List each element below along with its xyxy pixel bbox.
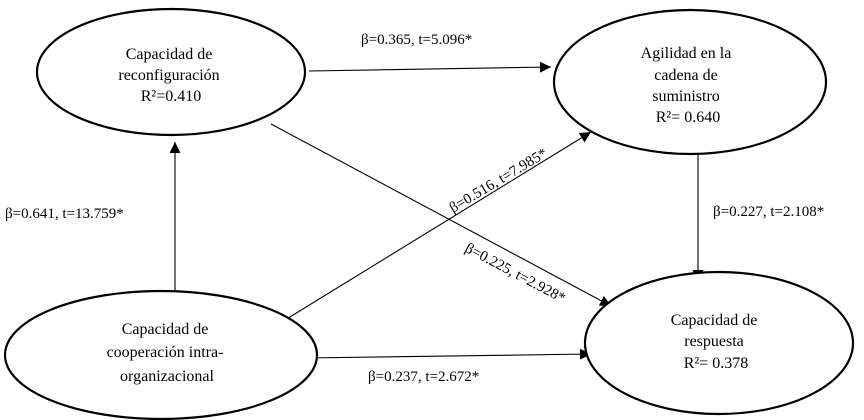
edge-label-agility-to-response: β=0.227, t=2.108* (713, 204, 824, 220)
node-line: respuesta (684, 333, 744, 350)
node-line: R²= 0.378 (684, 355, 749, 372)
node-line: reconfiguración (118, 67, 219, 84)
edge-cooperation-to-agility (284, 131, 592, 321)
edge-cooperation-to-response (305, 348, 592, 360)
node-line: Capacidad de (671, 312, 758, 329)
node-response-capacity: Capacidad de respuesta R²= 0.378 (583, 270, 855, 416)
node-reconfiguration-ellipse (35, 7, 307, 137)
edge-label-cooperation-to-agility: β=0.516, t=7.985* (447, 145, 551, 216)
node-line: cooperación intra- (107, 344, 224, 361)
node-response-label: Capacidad de respuesta R²= 0.378 (671, 312, 762, 372)
edge-label-cooperation-to-reconfig: β=0.641, t=13.759* (5, 206, 124, 222)
edge-label-reconfig-to-response: β=0.225, t=2.928* (462, 240, 568, 306)
node-line: R²=0.410 (141, 88, 202, 105)
node-response-ellipse (583, 270, 855, 416)
node-line: Capacidad de (126, 46, 213, 63)
node-cooperation-label: Capacidad de cooperación intra- organiza… (107, 321, 228, 385)
node-line: R²= 0.640 (656, 109, 721, 126)
node-intra-organizational-cooperation: Capacidad de cooperación intra- organiza… (3, 289, 319, 420)
edge-reconfig-to-agility (308, 61, 552, 73)
node-reconfiguration-capacity: Capacidad de reconfiguración R²=0.410 (35, 7, 307, 137)
node-line: suministro (652, 88, 720, 105)
node-agility-ellipse (552, 8, 828, 156)
node-cooperation-ellipse (3, 289, 319, 420)
node-agility-label: Agilidad en la cadena de suministro R²= … (641, 45, 736, 126)
edge-reconfig-to-response (270, 123, 612, 307)
node-reconfiguration-label: Capacidad de reconfiguración R²=0.410 (118, 46, 223, 105)
node-line: cadena de (654, 67, 718, 84)
edge-label-reconfig-to-agility: β=0.365, t=5.096* (361, 32, 472, 48)
node-line: Capacidad de (122, 321, 209, 338)
node-line: organizacional (120, 368, 214, 385)
node-line: Agilidad en la (641, 45, 732, 62)
edge-label-cooperation-to-response: β=0.237, t=2.672* (368, 369, 479, 385)
node-supply-chain-agility: Agilidad en la cadena de suministro R²= … (552, 8, 828, 156)
edges (169, 61, 704, 360)
